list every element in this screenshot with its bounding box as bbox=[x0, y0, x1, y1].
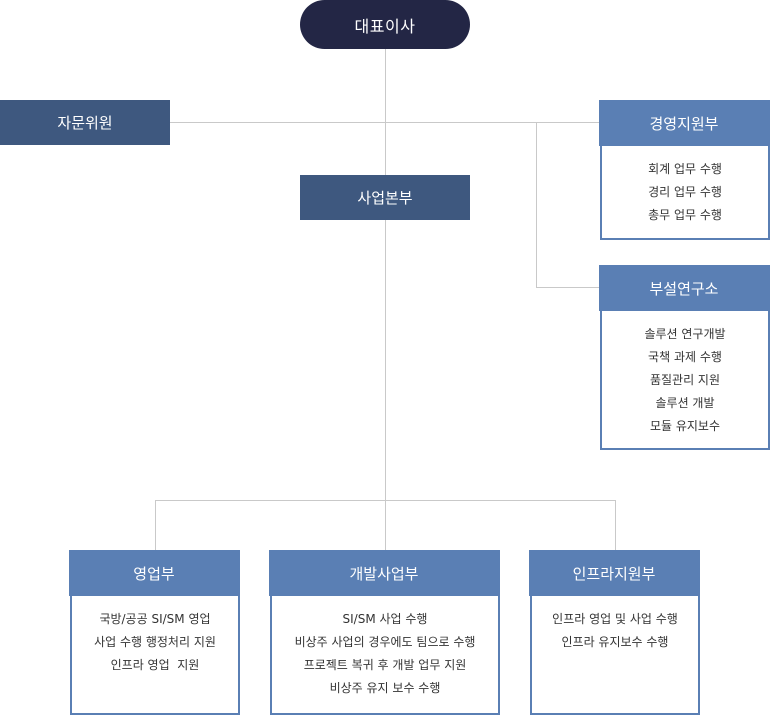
list-item: 인프라 영업 지원 bbox=[110, 658, 200, 672]
infra-title: 인프라지원부 bbox=[529, 550, 699, 596]
connector-development-vertical bbox=[385, 500, 386, 550]
list-item: 솔루션 개발 bbox=[655, 396, 715, 410]
list-item: 솔루션 연구개발 bbox=[644, 327, 726, 341]
connector-ceo-vertical bbox=[385, 49, 386, 500]
development-node: 개발사업부 SI/SM 사업 수행 비상주 사업의 경우에도 팀으로 수행 프로… bbox=[269, 550, 500, 715]
connector-research-horizontal bbox=[536, 287, 600, 288]
infra-node: 인프라지원부 인프라 영업 및 사업 수행 인프라 유지보수 수행 bbox=[529, 550, 700, 715]
research-items: 솔루션 연구개발 국책 과제 수행 품질관리 지원 솔루션 개발 모듈 유지보수 bbox=[644, 323, 725, 438]
list-item: 경리 업무 수행 bbox=[648, 185, 722, 199]
connector-sales-vertical bbox=[155, 500, 156, 550]
advisory-label: 자문위원 bbox=[57, 114, 113, 132]
management-title: 경영지원부 bbox=[599, 100, 769, 146]
list-item: 인프라 영업 및 사업 수행 bbox=[552, 612, 678, 626]
connector-advisory-horizontal bbox=[170, 122, 600, 123]
list-item: 비상주 유지 보수 수행 bbox=[329, 681, 441, 695]
advisory-node: 자문위원 bbox=[0, 100, 170, 145]
sales-title: 영업부 bbox=[69, 550, 239, 596]
sales-node: 영업부 국방/공공 SI/SM 영업 사업 수행 행정처리 지원 인프라 영업 … bbox=[69, 550, 240, 715]
management-items: 회계 업무 수행 경리 업무 수행 총무 업무 수행 bbox=[648, 158, 722, 227]
ceo-label: 대표이사 bbox=[354, 16, 416, 36]
management-node: 경영지원부 회계 업무 수행 경리 업무 수행 총무 업무 수행 bbox=[599, 100, 770, 240]
development-title: 개발사업부 bbox=[269, 550, 499, 596]
list-item: SI/SM 사업 수행 bbox=[342, 612, 428, 626]
connector-infra-vertical bbox=[615, 500, 616, 550]
sales-items: 국방/공공 SI/SM 영업 사업 수행 행정처리 지원 인프라 영업 지원 bbox=[94, 608, 216, 677]
list-item: 품질관리 지원 bbox=[649, 373, 721, 387]
infra-items: 인프라 영업 및 사업 수행 인프라 유지보수 수행 bbox=[552, 608, 678, 654]
business-hq-node: 사업본부 bbox=[300, 175, 470, 220]
list-item: 총무 업무 수행 bbox=[648, 208, 722, 222]
list-item: 국책 과제 수행 bbox=[648, 350, 722, 364]
connector-right-vertical bbox=[536, 122, 537, 287]
list-item: 국방/공공 SI/SM 영업 bbox=[99, 612, 211, 626]
list-item: 모듈 유지보수 bbox=[649, 419, 721, 433]
list-item: 프로젝트 복귀 후 개발 업무 지원 bbox=[303, 658, 467, 672]
list-item: 비상주 사업의 경우에도 팀으로 수행 bbox=[294, 635, 476, 649]
list-item: 회계 업무 수행 bbox=[648, 162, 722, 176]
list-item: 사업 수행 행정처리 지원 bbox=[94, 635, 216, 649]
ceo-node: 대표이사 bbox=[300, 0, 470, 49]
research-node: 부설연구소 솔루션 연구개발 국책 과제 수행 품질관리 지원 솔루션 개발 모… bbox=[599, 265, 770, 450]
development-items: SI/SM 사업 수행 비상주 사업의 경우에도 팀으로 수행 프로젝트 복귀 … bbox=[295, 608, 476, 700]
research-title: 부설연구소 bbox=[599, 265, 769, 311]
business-hq-label: 사업본부 bbox=[357, 189, 413, 207]
list-item: 인프라 유지보수 수행 bbox=[561, 635, 669, 649]
